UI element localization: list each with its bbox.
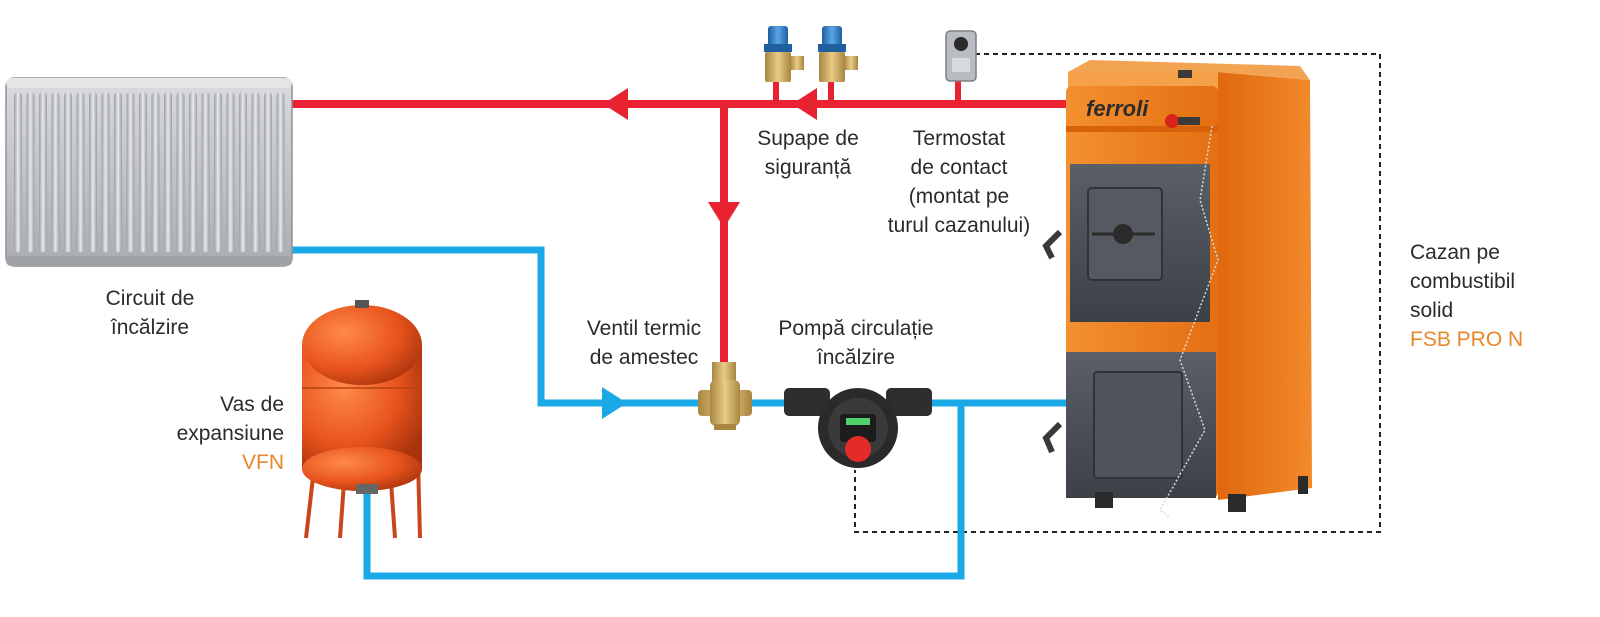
label-line: încălzire (110, 316, 190, 339)
label-line: turul cazanului) (887, 214, 1031, 237)
thermostat-icon (945, 30, 977, 82)
boiler-label: Cazan pe combustibil solid FSB PRO N (1410, 238, 1580, 354)
circulation-pump-label: Pompă circulație încălzire (760, 314, 952, 372)
ferroli-logo: ferroli (1086, 96, 1149, 121)
radiator-rib (214, 92, 222, 252)
radiator-rib (14, 92, 22, 252)
radiator-rib (264, 92, 272, 252)
radiator-rib (64, 92, 72, 252)
radiator-rib (76, 92, 85, 252)
radiator-rib (126, 92, 135, 252)
label-line: Supape de (757, 127, 859, 150)
radiator-icon (5, 77, 293, 267)
solid-fuel-boiler-icon: ferroli (1042, 60, 1312, 519)
radiator-rib (189, 92, 197, 252)
contact-thermostat-label: Termostat de contact (montat pe turul ca… (872, 124, 1046, 240)
boiler-model-label: FSB PRO N (1410, 328, 1524, 351)
label-line: solid (1410, 299, 1454, 322)
radiator-rib (226, 92, 235, 252)
mixing-valve-icon (698, 362, 752, 430)
label-line: Termostat (912, 127, 1006, 150)
label-line: de amestec (589, 346, 699, 369)
radiator-rib (251, 92, 260, 252)
label-line: de contact (910, 156, 1008, 179)
safety-valve-icon (764, 26, 804, 82)
radiator-rib (101, 92, 110, 252)
radiator-rib (26, 92, 35, 252)
label-line: Vas de (220, 393, 284, 416)
label-line: expansiune (176, 422, 284, 445)
safety-valves-label: Supape de siguranță (740, 124, 876, 182)
label-line: siguranță (764, 156, 852, 179)
vessel-model-label: VFN (242, 451, 284, 474)
radiator-rib (89, 92, 97, 252)
radiator-rib (164, 92, 172, 252)
radiator-rib (176, 92, 185, 252)
label-line: (montat pe (908, 185, 1010, 208)
radiator-rib (114, 92, 122, 252)
radiator-rib (139, 92, 147, 252)
heating-circuit-label: Circuit de încălzire (84, 284, 216, 342)
mixing-valve-label: Ventil termic de amestec (570, 314, 718, 372)
label-line: încălzire (816, 346, 896, 369)
expansion-vessel-label: Vas de expansiune VFN (150, 390, 284, 477)
radiator-rib (276, 92, 285, 252)
radiator-rib (51, 92, 60, 252)
safety-valve-icon (818, 26, 858, 82)
expansion-vessel-pipe (363, 403, 965, 580)
flow-arrow-icon (792, 88, 817, 120)
hot-supply-pipes (292, 80, 1068, 370)
label-line: Ventil termic (586, 317, 702, 340)
thermostat-control-wire (854, 53, 1381, 533)
label-line: Cazan pe (1410, 241, 1500, 264)
radiator-rib (151, 92, 160, 252)
label-line: Pompă circulație (778, 317, 934, 340)
expansion-vessel-icon (302, 300, 422, 539)
flow-arrow-icon (708, 202, 740, 228)
radiator-rib (201, 92, 210, 252)
label-line: Circuit de (105, 287, 195, 310)
radiator-rib (39, 92, 47, 252)
circulation-pump-icon (784, 388, 932, 468)
flow-arrow-icon (603, 88, 628, 120)
label-line: combustibil (1410, 270, 1516, 293)
radiator-rib (239, 92, 247, 252)
flow-arrow-icon (602, 387, 627, 419)
cold-return-pipes (290, 246, 1068, 580)
